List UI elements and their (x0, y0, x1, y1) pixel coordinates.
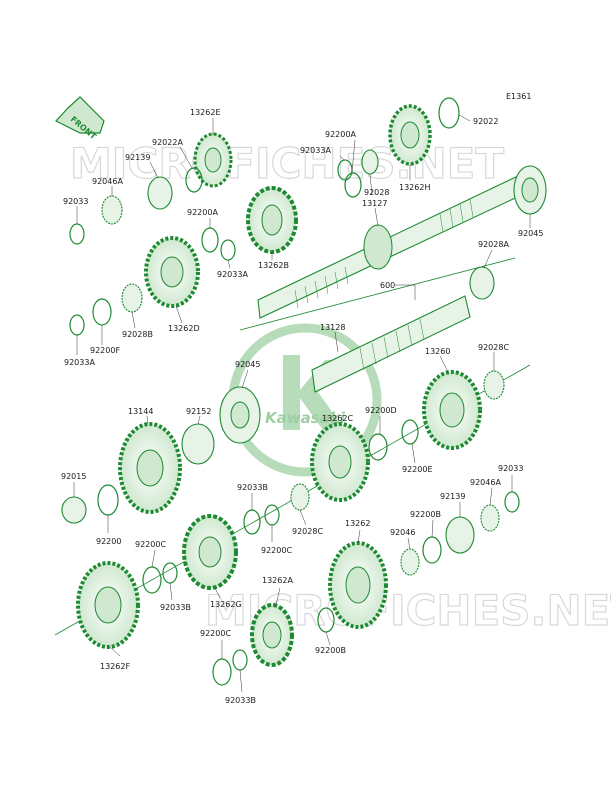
label-92033A-b: 92033A (217, 270, 248, 279)
label-92200C-a: 92200C (261, 546, 292, 555)
label-13262C: 13262C (322, 414, 353, 423)
label-13262E: 13262E (190, 108, 221, 117)
label-600: 600 (380, 281, 395, 290)
gear-13262A (250, 603, 294, 667)
label-92045-mid: 92045 (235, 360, 260, 369)
collar-92152 (181, 423, 215, 465)
label-92200B-b: 92200B (315, 646, 346, 655)
label-13262G: 13262G (210, 600, 242, 609)
needle-bearing-92028B (121, 283, 143, 313)
label-13127: 13127 (362, 199, 387, 208)
label-92033B-c: 92033B (225, 696, 256, 705)
gear-13262H (388, 104, 432, 166)
label-92033B-a: 92033B (237, 483, 268, 492)
logo-text: Kawasaki (265, 409, 346, 427)
part-labels: 13262E 92022A 92139 92046A 92033 92200A … (61, 108, 543, 705)
output-shaft-axis (239, 257, 516, 331)
label-13128: 13128 (320, 323, 345, 332)
collar-92028-top (361, 149, 379, 175)
label-92022: 92022 (473, 117, 498, 126)
label-92028B: 92028B (122, 330, 153, 339)
label-13144: 13144 (128, 407, 153, 416)
bearing-92045-top (513, 165, 547, 215)
label-92046: 92046 (390, 528, 415, 537)
output-shaft-13128 (311, 295, 471, 393)
gear-13262C (310, 422, 370, 502)
label-92028C-mid: 92028C (292, 527, 323, 536)
label-92200D: 92200D (365, 406, 397, 415)
label-13262H: 13262H (399, 183, 430, 192)
input-shaft-13127 (257, 174, 529, 319)
label-92200F: 92200F (90, 346, 120, 355)
label-92152: 92152 (186, 407, 211, 416)
label-92139-top: 92139 (125, 153, 150, 162)
label-92200C-b: 92200C (135, 540, 166, 549)
needle-bearing-92028C-top (483, 370, 505, 400)
label-92200: 92200 (96, 537, 121, 546)
label-92028C-top: 92028C (478, 343, 509, 352)
label-92046A-right: 92046A (470, 478, 501, 487)
gear-13262F (76, 561, 140, 649)
label-13262B: 13262B (258, 261, 289, 270)
gear-13262E (193, 132, 233, 188)
collar-92139-top (147, 176, 173, 210)
label-92028-top: 92028 (364, 188, 389, 197)
needle-bearing-92028C-mid (290, 483, 310, 511)
needle-bearing-92046A-right (480, 504, 500, 532)
watermark-top: MICROFICHES.NET (70, 139, 504, 188)
gear-13260 (422, 370, 482, 450)
needle-bearing-92046A-top (101, 195, 123, 225)
label-92015: 92015 (61, 472, 86, 481)
label-92033-right: 92033 (498, 464, 523, 473)
gear-13262B (246, 186, 298, 254)
label-13262D: 13262D (168, 324, 200, 333)
label-92139-right: 92139 (440, 492, 465, 501)
nut-92015 (61, 496, 87, 524)
label-13262A: 13262A (262, 576, 293, 585)
label-92200E: 92200E (402, 465, 433, 474)
gear-13144 (118, 422, 182, 514)
label-92200A-a: 92200A (325, 130, 356, 139)
label-13262: 13262 (345, 519, 370, 528)
label-92046A-top: 92046A (92, 177, 123, 186)
label-92200A-b: 92200A (187, 208, 218, 217)
gear-13262 (328, 541, 388, 629)
label-92033A-a: 92033A (300, 146, 331, 155)
label-92033-top: 92033 (63, 197, 88, 206)
label-92200C-c: 92200C (200, 629, 231, 638)
gear-13262D (144, 236, 200, 308)
label-92028A: 92028A (478, 240, 509, 249)
bearing-92045-mid (219, 386, 261, 444)
label-92200B-a: 92200B (410, 510, 441, 519)
gear-13262G (182, 514, 238, 590)
label-92045-top: 92045 (518, 229, 543, 238)
label-13260: 13260 (425, 347, 450, 356)
diagram-code: E1361 (506, 92, 531, 101)
label-13262F: 13262F (100, 662, 130, 671)
front-arrow-icon: FRONT (55, 96, 105, 142)
needle-bearing-92046 (400, 548, 420, 576)
collar-92028A (469, 266, 495, 300)
leader-lines (73, 114, 531, 693)
collar-92139-right (445, 516, 475, 554)
label-92022A: 92022A (152, 138, 183, 147)
label-92033B-b: 92033B (160, 603, 191, 612)
label-92033A-c: 92033A (64, 358, 95, 367)
